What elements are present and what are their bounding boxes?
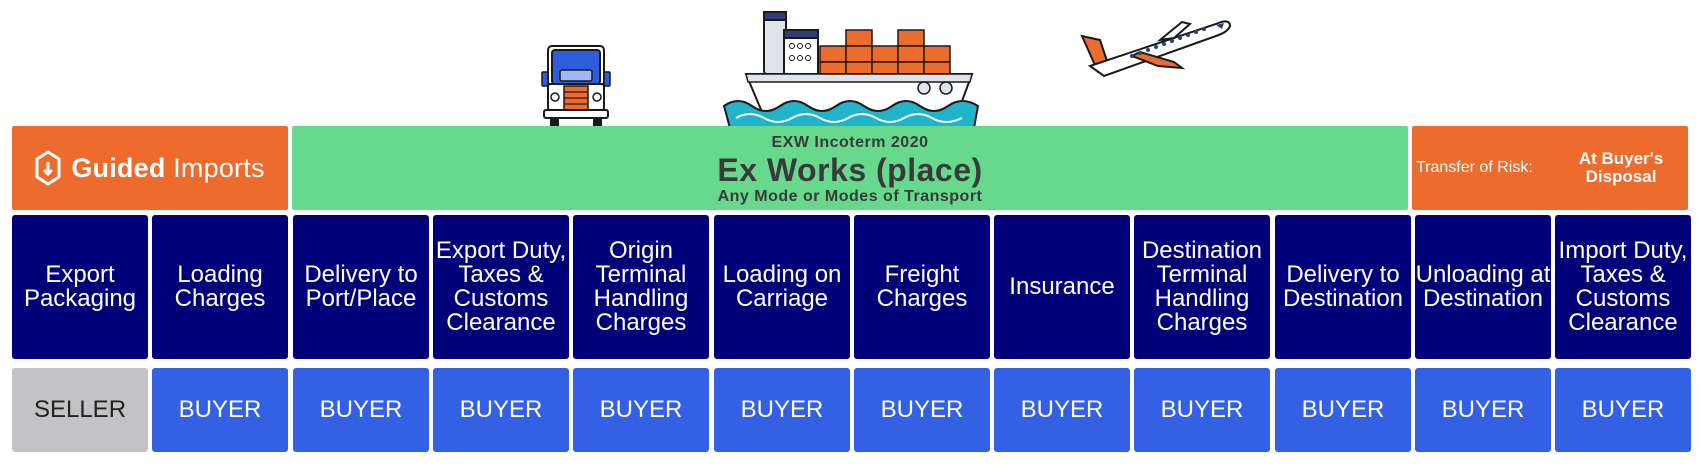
cost-item-label: Export Packaging	[23, 261, 137, 312]
cost-item-cell: Export Packaging	[12, 215, 148, 359]
cost-item-label: Export Duty, Taxes & Customs Clearance	[435, 237, 567, 336]
buyer-responsibility-badge: BUYER	[854, 368, 990, 452]
incoterm-name: Ex Works (place)	[717, 152, 983, 188]
cost-item-label: Destination Terminal Handling Charges	[1141, 237, 1263, 336]
risk-label: Transfer of Risk:	[1416, 159, 1533, 176]
cost-item-cell: Delivery to Destination	[1275, 215, 1411, 359]
cost-item-cell: Freight Charges	[854, 215, 990, 359]
cost-item-label: Delivery to Destination	[1282, 261, 1404, 312]
buyer-responsibility-badge: BUYER	[433, 368, 569, 452]
buyer-responsibility-badge: BUYER	[714, 368, 850, 452]
guided-imports-logo-icon	[35, 150, 61, 186]
cost-item-label: Delivery to Port/Place	[304, 261, 418, 312]
truck-icon	[541, 45, 611, 127]
cost-item-cell: Loading Charges	[152, 215, 288, 359]
cargo-ship-icon	[722, 11, 980, 129]
buyer-responsibility-badge: BUYER	[293, 368, 429, 452]
cost-item-cell: Unloading at Destination	[1415, 215, 1551, 359]
cost-item-cell: Insurance	[994, 215, 1130, 359]
cost-item-label: Freight Charges	[876, 261, 968, 312]
cost-item-cell: Loading on Carriage	[714, 215, 850, 359]
buyer-responsibility-badge: BUYER	[152, 368, 288, 452]
seller-responsibility-badge: SELLER	[12, 368, 148, 452]
buyer-responsibility-badge: BUYER	[994, 368, 1130, 452]
buyer-responsibility-badge: BUYER	[1275, 368, 1411, 452]
transfer-of-risk-box: Transfer of Risk: At Buyer's Disposal	[1412, 126, 1688, 210]
brand-logo: Guided Imports	[12, 126, 288, 210]
cost-item-cell: Import Duty, Taxes & Customs Clearance	[1555, 215, 1691, 359]
risk-value: At Buyer's Disposal	[1578, 149, 1664, 186]
transport-mode: Any Mode or Modes of Transport	[717, 188, 983, 205]
incoterm-edition: EXW Incoterm 2020	[771, 134, 929, 151]
brand-name: Guided Imports	[71, 152, 265, 183]
cost-item-cell: Export Duty, Taxes & Customs Clearance	[433, 215, 569, 359]
buyer-responsibility-badge: BUYER	[1134, 368, 1270, 452]
cost-item-label: Import Duty, Taxes & Customs Clearance	[1558, 237, 1688, 336]
incoterm-title-banner: EXW Incoterm 2020 Ex Works (place) Any M…	[292, 126, 1408, 210]
cost-item-label: Unloading at Destination	[1415, 261, 1551, 312]
cost-item-cell: Destination Terminal Handling Charges	[1134, 215, 1270, 359]
airplane-icon	[1080, 20, 1232, 78]
cost-item-cell: Delivery to Port/Place	[293, 215, 429, 359]
cost-item-label: Insurance	[1009, 273, 1115, 300]
buyer-responsibility-badge: BUYER	[573, 368, 709, 452]
cost-item-cell: Origin Terminal Handling Charges	[573, 215, 709, 359]
buyer-responsibility-badge: BUYER	[1555, 368, 1691, 452]
cost-item-label: Origin Terminal Handling Charges	[593, 237, 689, 336]
buyer-responsibility-badge: BUYER	[1415, 368, 1551, 452]
cost-item-label: Loading Charges	[174, 261, 266, 312]
cost-item-label: Loading on Carriage	[722, 261, 842, 312]
